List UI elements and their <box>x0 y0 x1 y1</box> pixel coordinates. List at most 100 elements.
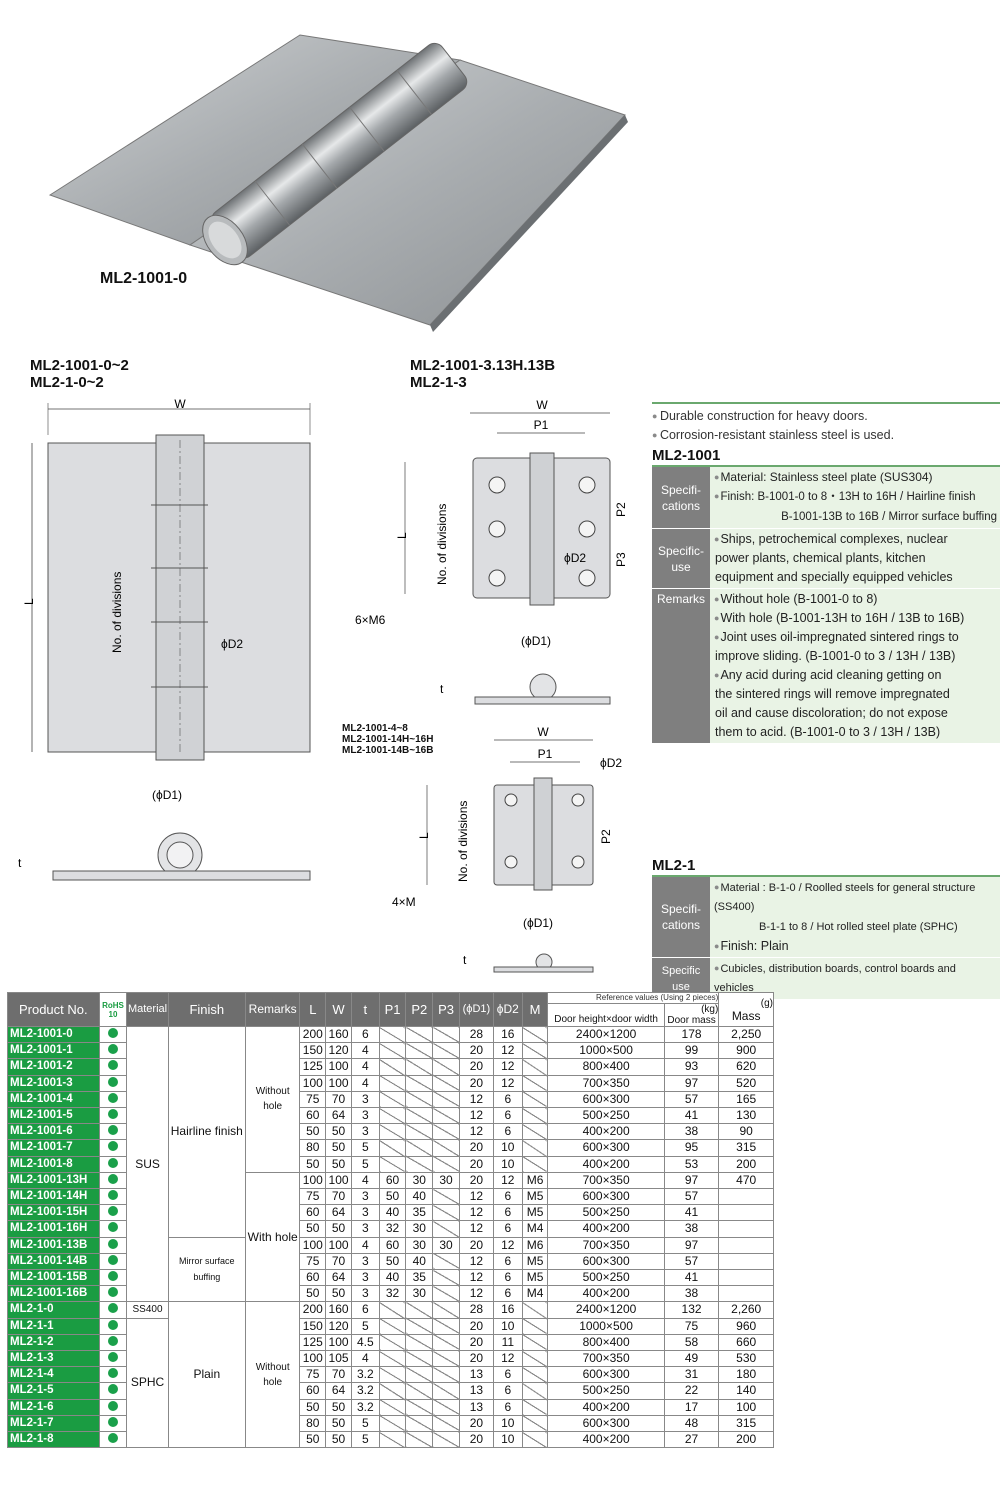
cell-m <box>521 1042 549 1060</box>
cell-l: 50 <box>299 1220 327 1238</box>
cell-p1 <box>378 1317 407 1335</box>
cell-w: 120 <box>325 1042 352 1060</box>
rem-line-2: With hole (B-1001-13H to 16H / 13B to 16… <box>714 609 997 628</box>
cell-door-hw: 600×300 <box>547 1366 665 1384</box>
rohs-dot <box>98 1285 128 1303</box>
material-sphc: SPHC <box>126 1317 169 1449</box>
cell-w: 50 <box>325 1414 352 1433</box>
cell-l: 200 <box>299 1025 327 1044</box>
cell-m <box>521 1350 549 1368</box>
rem-line-7: oil and cause discoloration; do not expo… <box>715 706 948 720</box>
cell-m <box>521 1074 549 1092</box>
cell-d1: 20 <box>458 1139 494 1157</box>
rohs-dot <box>98 1204 128 1222</box>
cell-d2: 16 <box>492 1301 523 1319</box>
cell-p1 <box>378 1025 407 1044</box>
cell-p1: 60 <box>378 1236 407 1254</box>
cell-t: 6 <box>350 1301 380 1319</box>
cell-t: 3.2 <box>350 1398 380 1416</box>
cell-p2: 30 <box>405 1171 434 1190</box>
cell-door-hw: 500×250 <box>547 1382 665 1400</box>
cell-d2: 6 <box>492 1090 523 1109</box>
cell-w: 50 <box>325 1220 352 1238</box>
cell-p2: 40 <box>405 1252 434 1271</box>
cell-d1: 20 <box>458 1414 494 1433</box>
product-number: ML2-1-7 <box>7 1414 100 1433</box>
cell-p2 <box>405 1042 434 1060</box>
cell-door-mass: 57 <box>663 1188 720 1206</box>
cell-d1: 20 <box>458 1155 494 1173</box>
rohs-dot <box>98 1431 128 1449</box>
cell-t: 4 <box>350 1171 380 1190</box>
drawing3-l-label: L <box>417 832 431 839</box>
cell-door-mass: 178 <box>663 1025 720 1044</box>
drawing3-d1-label: (ϕD1) <box>523 916 553 930</box>
cell-p3 <box>432 1414 460 1433</box>
cell-p3 <box>432 1285 460 1303</box>
cell-d1: 13 <box>458 1366 494 1384</box>
drawing3-t-label: t <box>463 953 467 967</box>
rohs-dot <box>98 1382 128 1400</box>
rohs-dot <box>98 1236 128 1254</box>
product-number: ML2-1001-4 <box>7 1090 100 1109</box>
cell-p3 <box>432 1025 460 1044</box>
cell-p3 <box>432 1301 460 1319</box>
drawing2-p1-label: P1 <box>534 418 549 432</box>
cell-d1: 20 <box>458 1350 494 1368</box>
cell-door-mass: 57 <box>663 1252 720 1271</box>
cell-w: 50 <box>325 1123 352 1141</box>
cell-w: 70 <box>325 1252 352 1271</box>
cell-w: 100 <box>325 1058 352 1076</box>
th-finish: Finish <box>167 992 246 1027</box>
cell-t: 3.2 <box>350 1382 380 1400</box>
cell-t: 4 <box>350 1042 380 1060</box>
cell-t: 3 <box>350 1204 380 1222</box>
cell-mass: 520 <box>718 1074 774 1092</box>
cell-d1: 20 <box>458 1317 494 1335</box>
cell-door-hw: 400×200 <box>547 1285 665 1303</box>
cell-door-mass: 97 <box>663 1171 720 1190</box>
bullet-durable: Durable construction for heavy doors. <box>652 407 1000 426</box>
cell-w: 70 <box>325 1366 352 1384</box>
drawing1-l-label: L <box>22 598 36 605</box>
th-p2: P2 <box>405 992 434 1027</box>
drawing2-front-view: W P1 L No. of divisions P2 P3 ϕD2 6×M6 (… <box>355 398 628 705</box>
cell-mass: 620 <box>718 1058 774 1076</box>
th-d1: (ϕD1) <box>458 992 494 1027</box>
cell-p2 <box>405 1090 434 1109</box>
th-mass-label: Mass <box>731 1008 761 1023</box>
cell-d1: 12 <box>458 1090 494 1109</box>
th-t: t <box>350 992 380 1027</box>
drawing1-t-label: t <box>18 856 22 870</box>
cell-door-hw: 600×300 <box>547 1252 665 1271</box>
finish-mirror: Mirror surface buffing <box>167 1236 246 1303</box>
cell-p2 <box>405 1333 434 1352</box>
cell-door-hw: 600×300 <box>547 1090 665 1109</box>
cell-d2: 10 <box>492 1317 523 1335</box>
cell-p1: 32 <box>378 1285 407 1303</box>
rem-line-6: the sintered rings will remove impregnat… <box>715 687 950 701</box>
rem-line-1: Without hole (B-1001-0 to 8) <box>714 590 997 609</box>
rohs-dot <box>98 1107 128 1125</box>
cell-mass: 660 <box>718 1333 774 1352</box>
th-rohs: RoHS 10 <box>98 992 128 1027</box>
cell-t: 3 <box>350 1220 380 1238</box>
cell-p2 <box>405 1155 434 1173</box>
product-number: ML2-1001-16B <box>7 1285 100 1303</box>
cell-d2: 11 <box>492 1333 523 1352</box>
use-line-2: power plants, chemical plants, kitchen <box>715 551 926 565</box>
product-number: ML2-1001-3 <box>7 1074 100 1092</box>
use-line-3: equipment and specially equipped vehicle… <box>715 570 953 584</box>
cell-w: 70 <box>325 1188 352 1206</box>
product-number: ML2-1001-1 <box>7 1042 100 1060</box>
cell-p1: 40 <box>378 1269 407 1287</box>
